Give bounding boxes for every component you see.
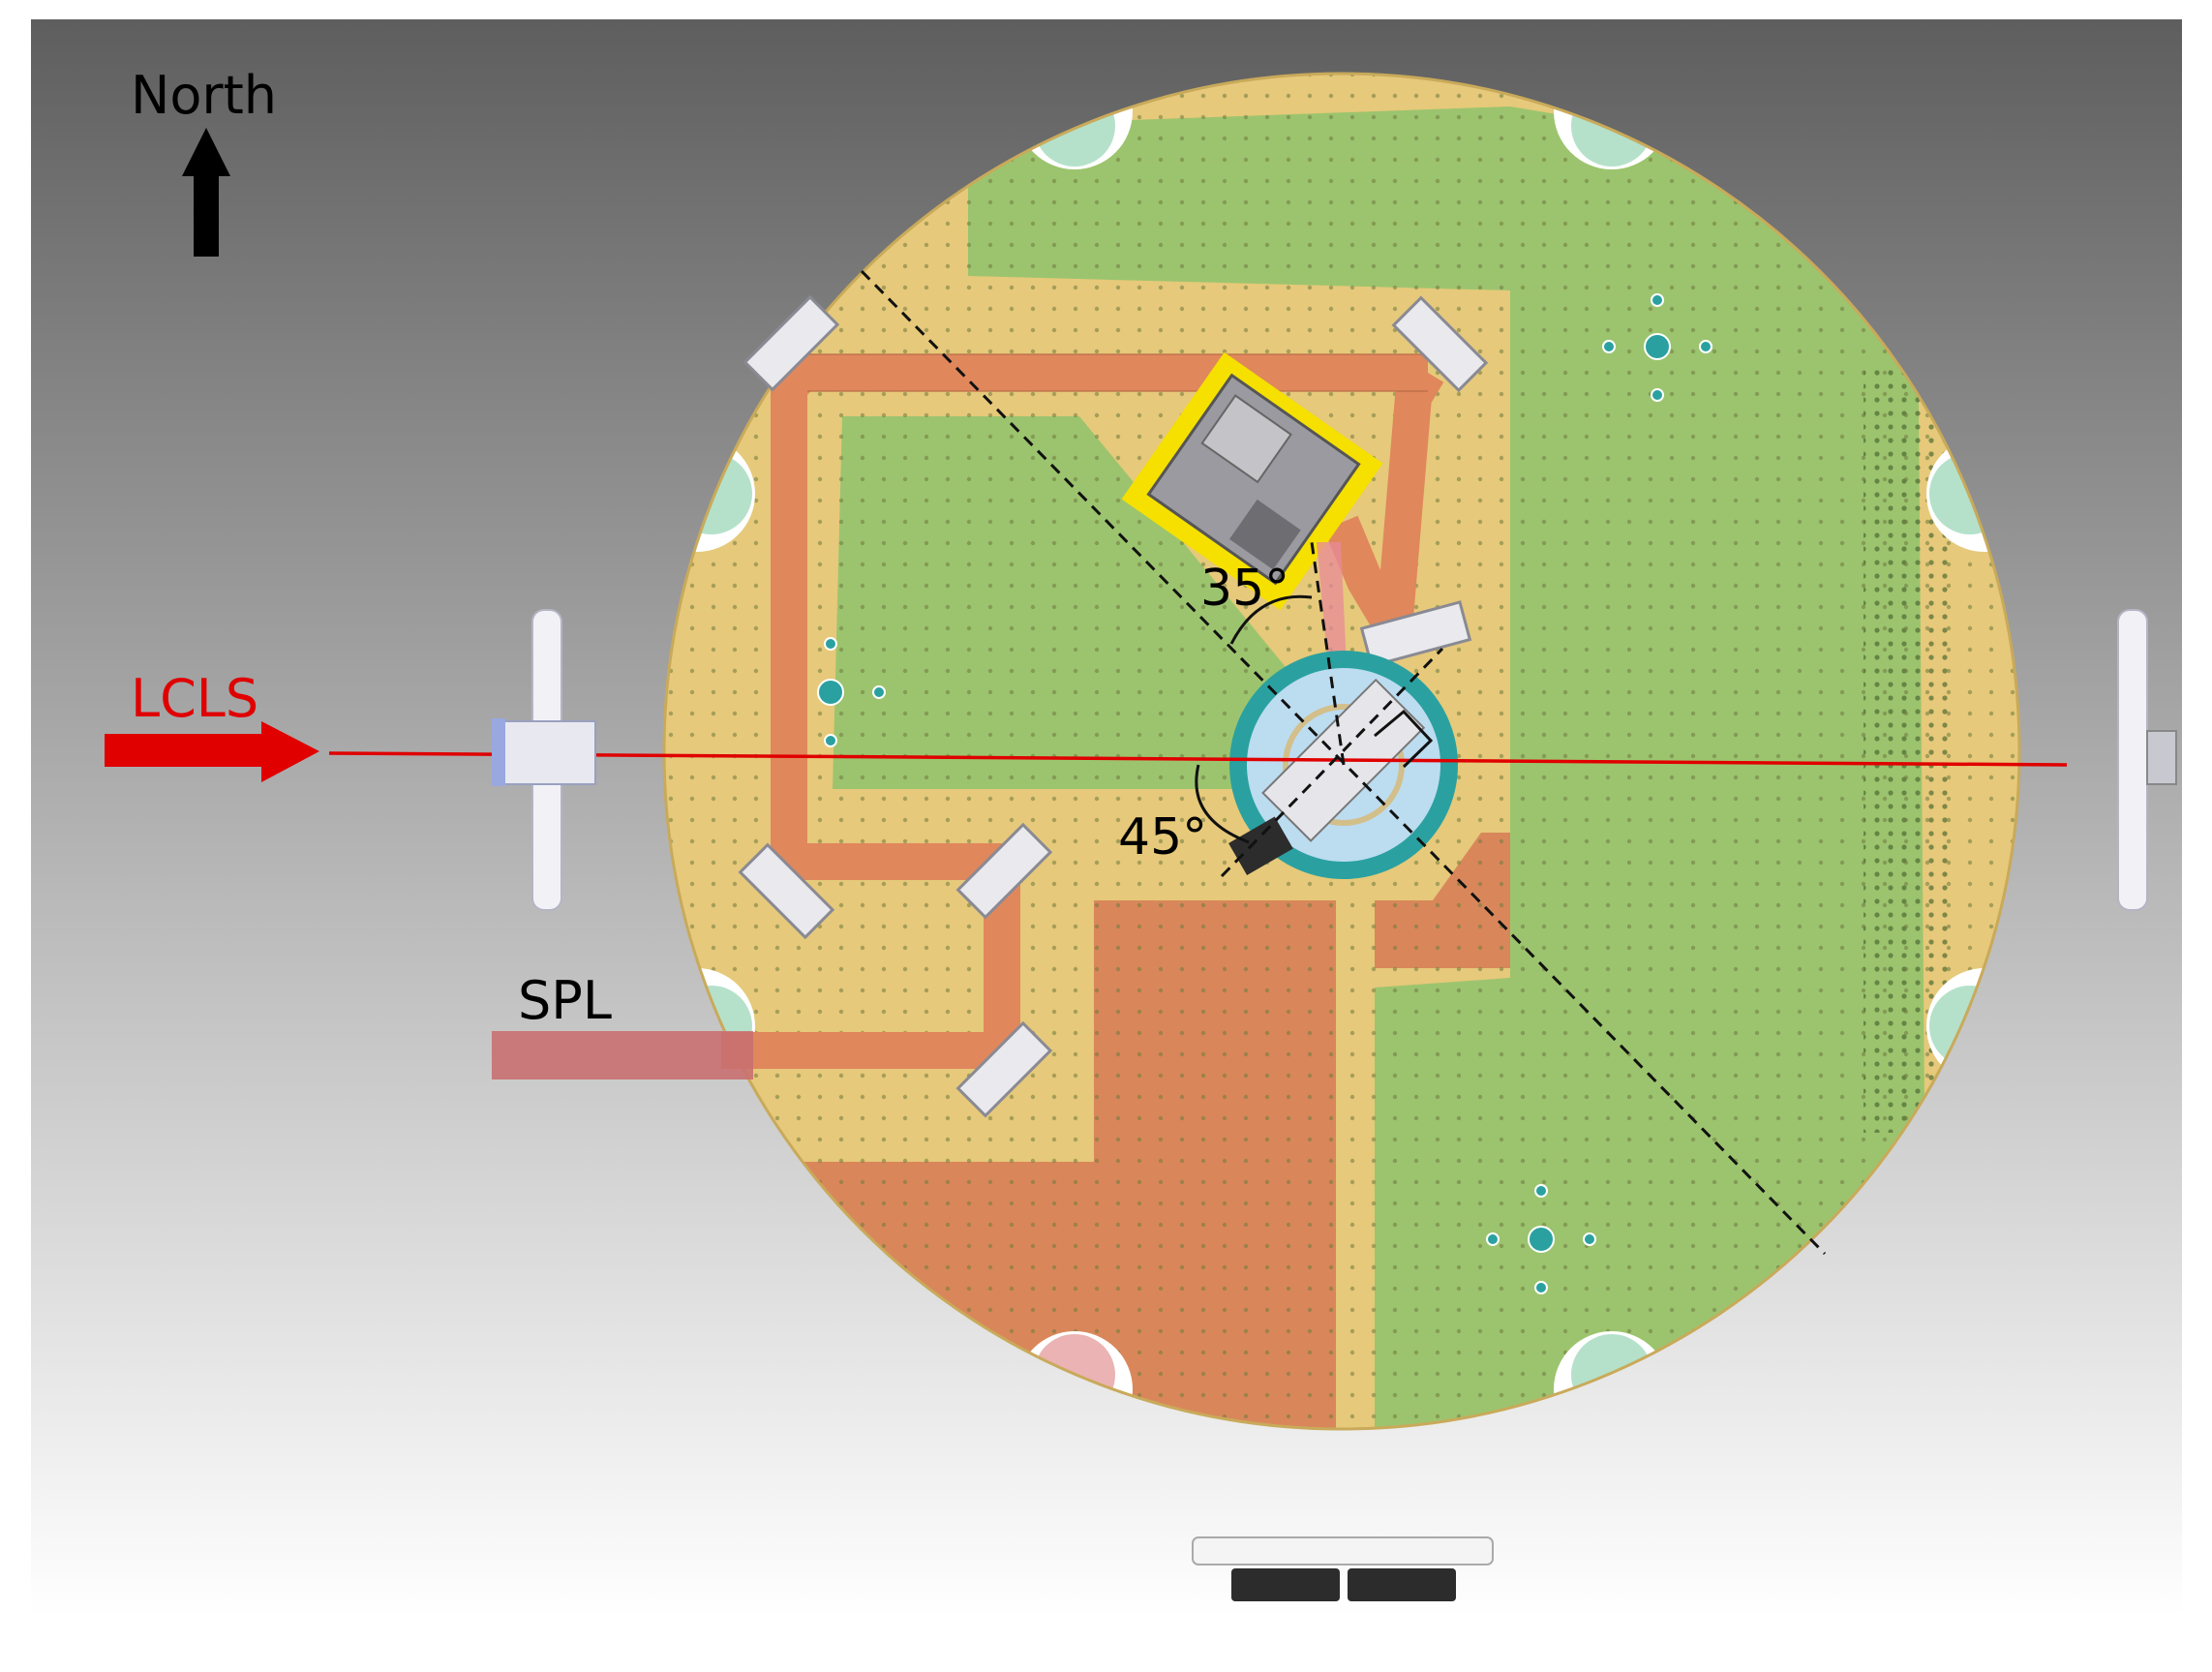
mirror-nw (742, 294, 840, 392)
mirror-s1 (955, 822, 1053, 920)
bottom-instrument (1192, 1536, 1494, 1601)
arc-45 (1195, 764, 1250, 844)
north-label: North (131, 65, 277, 126)
spl-label: SPL (518, 970, 612, 1031)
mount-markers (817, 293, 1712, 1294)
angle-guide-lines (860, 269, 1827, 1256)
spl-pipe (492, 1031, 753, 1079)
upstream-flange (492, 609, 596, 911)
downstream-flange (2117, 609, 2177, 911)
mirror-sw (738, 842, 835, 940)
north-arrow-icon (182, 128, 230, 257)
right-angle-marker (1374, 709, 1434, 769)
lcls-arrow (105, 721, 319, 782)
mirror-ne (1391, 295, 1489, 393)
xray-beam (328, 751, 2068, 767)
angle-35-label: 35° (1200, 560, 1289, 618)
angle-45-label: 45° (1118, 808, 1207, 866)
sample-stage-block (1228, 816, 1293, 875)
lcls-label: LCLS (131, 668, 258, 729)
mirror-s2 (955, 1020, 1053, 1118)
arc-35 (1229, 594, 1313, 645)
mirror-center (1359, 600, 1472, 668)
mirror-mounts (738, 294, 1489, 1118)
